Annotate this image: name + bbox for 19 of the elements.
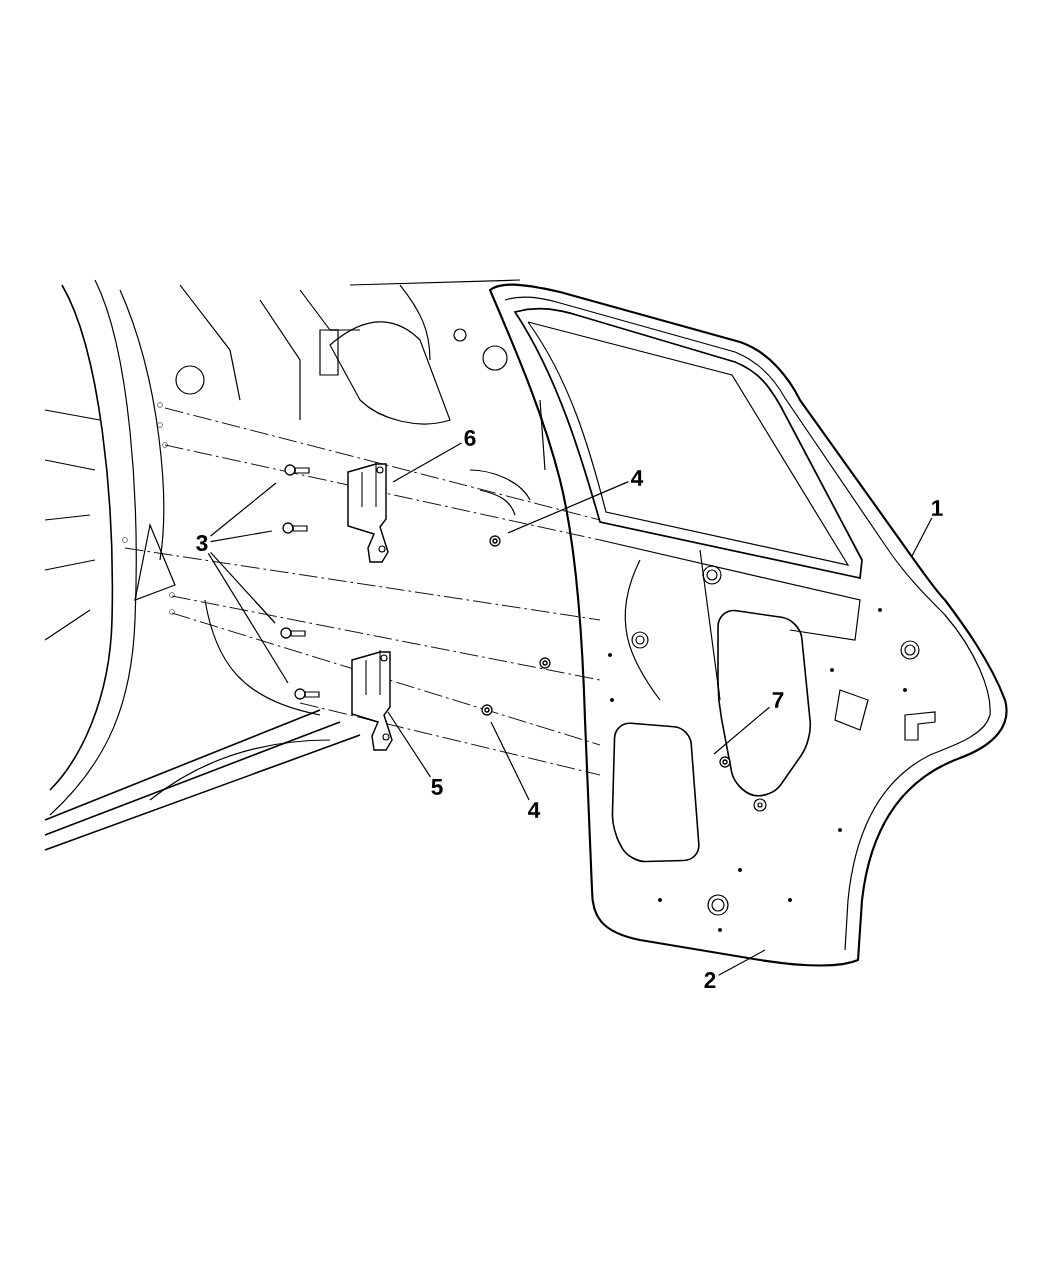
leader-line (209, 530, 273, 543)
callout-number: 6 (464, 430, 476, 447)
callout-number: 7 (772, 692, 784, 708)
leader-line (209, 482, 277, 537)
leader-line (911, 517, 933, 557)
leader-line (490, 721, 530, 801)
callout-number: 5 (431, 779, 443, 795)
leader-line (713, 706, 771, 755)
callout-number: 2 (704, 972, 716, 988)
leader-line (387, 711, 431, 778)
leader-line (209, 551, 276, 624)
callout-number: 1 (932, 500, 943, 516)
leader-line (207, 552, 289, 684)
callout-number: 3 (196, 534, 208, 552)
callout-number: 4 (631, 470, 644, 486)
callout-number: 4 (528, 802, 541, 818)
leader-line (507, 481, 630, 534)
leader-line (392, 442, 463, 483)
leader-line (718, 949, 766, 976)
